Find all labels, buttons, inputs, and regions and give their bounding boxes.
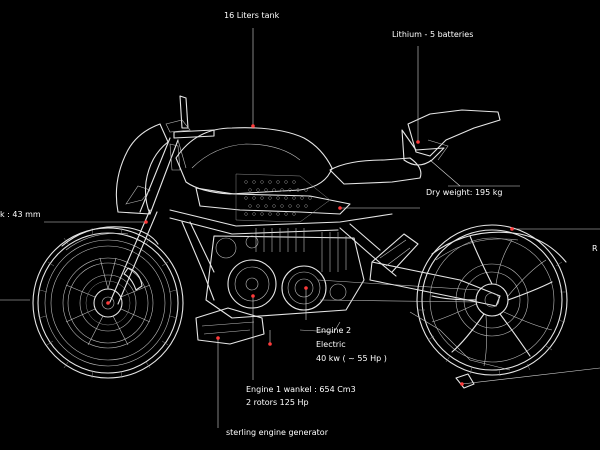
misc-parts	[165, 119, 511, 371]
rear-wheel	[416, 224, 568, 389]
label-dry-weight: Dry weight: 195 kg	[426, 188, 503, 197]
tank-and-seat	[175, 109, 501, 223]
marker-exhaust	[268, 342, 272, 346]
marker-frame	[338, 206, 342, 210]
label-batteries: Lithium - 5 batteries	[392, 30, 474, 39]
label-tank: 16 Liters tank	[224, 11, 280, 20]
label-sterling: sterling engine generator	[226, 428, 328, 437]
label-engine2-title: Engine 2	[316, 326, 352, 335]
marker-tank	[251, 124, 255, 128]
front-fork	[61, 95, 215, 305]
marker-front-wheel	[106, 301, 110, 305]
callout-lines	[0, 28, 600, 428]
marker-engine2	[304, 286, 308, 290]
marker-sterling	[216, 336, 220, 340]
label-engine1-title: Engine 1 wankel : 654 Cm3	[246, 385, 356, 394]
marker-engine1	[251, 294, 255, 298]
callout-markers	[106, 124, 514, 386]
label-rear-cut: R	[592, 244, 598, 253]
label-engine2-power: 40 kw ( ~ 55 Hp )	[316, 354, 387, 363]
front-wheel	[32, 227, 184, 379]
label-fork: k : 43 mm	[0, 210, 41, 219]
label-engine2-type: Electric	[316, 340, 346, 349]
label-engine1-rotors: 2 rotors 125 Hp	[246, 398, 309, 407]
engine-block	[195, 228, 479, 345]
marker-fork	[144, 220, 148, 224]
marker-batteries	[416, 140, 420, 144]
marker-rear	[510, 227, 514, 231]
frame	[169, 209, 397, 301]
marker-rear-brake	[460, 382, 464, 386]
